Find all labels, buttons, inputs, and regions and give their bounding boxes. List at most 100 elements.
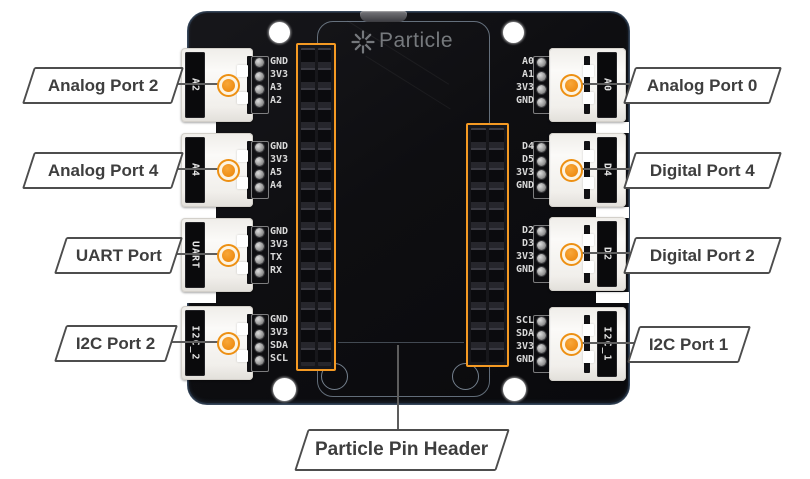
annotation-dot xyxy=(216,158,240,182)
leader-line xyxy=(570,83,632,85)
callout-label: UART Port xyxy=(75,245,162,265)
connector-contact xyxy=(583,150,594,162)
connector-contact xyxy=(237,323,248,335)
port-name-strip: A0 xyxy=(597,52,617,118)
pin-labels: SCL SDA 3V3 GND xyxy=(506,315,534,367)
pin-label: 3V3 xyxy=(515,251,534,262)
leader-line xyxy=(170,253,229,255)
port-name-strip: I2C_2 xyxy=(185,310,205,376)
mounting-hole xyxy=(273,378,296,401)
callout-digital-port-4: Digital Port 4 xyxy=(622,152,783,189)
port-name-strip: D4 xyxy=(597,137,617,203)
connector-slot xyxy=(247,141,253,199)
callout-i2c-port-1: I2C Port 1 xyxy=(626,326,752,363)
pin-header-socket-right xyxy=(466,123,509,367)
solder-pin xyxy=(255,242,264,251)
solder-pin xyxy=(255,58,264,67)
callout-label: I2C Port 1 xyxy=(649,334,729,354)
pin-label: SCL xyxy=(515,315,534,326)
port-name-strip: UART xyxy=(185,222,205,288)
pin-label: 3V3 xyxy=(270,239,289,250)
solder-pin xyxy=(255,316,264,325)
mounting-hole xyxy=(503,378,526,401)
solder-pin xyxy=(537,357,546,366)
annotation-dot xyxy=(216,73,240,97)
callout-label: Analog Port 2 xyxy=(47,75,159,95)
connector-slot xyxy=(584,141,590,199)
solder-pin xyxy=(537,143,546,152)
callout-analog-port-0: Analog Port 0 xyxy=(622,67,783,104)
leader-line xyxy=(570,252,632,254)
connector-contact xyxy=(237,350,248,362)
pin-label: D4 xyxy=(521,141,534,152)
board-edge-notch xyxy=(596,207,629,218)
connector-contact xyxy=(237,92,248,104)
solder-pin xyxy=(537,58,546,67)
solder-pin xyxy=(255,170,264,179)
pin-label: SCL xyxy=(270,353,289,364)
port-name-label: A0 xyxy=(601,77,613,93)
solder-pin xyxy=(537,157,546,166)
pin-label: 3V3 xyxy=(270,69,289,80)
mounting-hole xyxy=(503,22,524,43)
board-edge-notch xyxy=(186,122,216,133)
pin-label: 3V3 xyxy=(515,341,534,352)
solder-pin xyxy=(537,344,546,353)
pin-label: GND xyxy=(515,95,534,106)
connector-contact xyxy=(583,234,594,246)
pin-label: A3 xyxy=(270,82,283,93)
mounting-hole xyxy=(269,22,290,43)
solder-pin xyxy=(537,267,546,276)
solder-pin xyxy=(255,356,264,365)
annotation-dot xyxy=(559,242,583,266)
module-footprint-outline xyxy=(317,21,490,397)
solder-pin xyxy=(537,183,546,192)
connector-contact xyxy=(583,351,594,363)
footprint-hole-outline xyxy=(452,363,479,390)
solder-pin xyxy=(255,255,264,264)
solder-pin xyxy=(537,72,546,81)
port-name-strip: D2 xyxy=(597,221,617,287)
solder-pin xyxy=(255,330,264,339)
pin-silkscreen-outline xyxy=(251,141,269,199)
solder-pin xyxy=(537,98,546,107)
pin-label: A0 xyxy=(521,56,534,67)
pin-label: 3V3 xyxy=(270,327,289,338)
pin-label: A4 xyxy=(270,180,283,191)
pin-label: D3 xyxy=(521,238,534,249)
connector-slot xyxy=(584,315,590,373)
grove-port-analog-4: A4 GND 3V3 A5 A4 xyxy=(181,125,295,215)
connector-slot xyxy=(247,314,253,372)
solder-pin xyxy=(255,183,264,192)
pin-label: SDA xyxy=(515,328,534,339)
annotation-dot xyxy=(216,243,240,267)
port-name-label: A2 xyxy=(189,77,201,93)
leader-line xyxy=(570,342,636,344)
callout-label: Digital Port 4 xyxy=(650,160,755,180)
connector-contact xyxy=(237,262,248,274)
connector-contact xyxy=(237,235,248,247)
pin-label: GND xyxy=(270,226,289,237)
port-name-strip: A2 xyxy=(185,52,205,118)
connector-contact xyxy=(237,150,248,162)
solder-pin xyxy=(255,343,264,352)
solder-pin xyxy=(255,85,264,94)
port-name-label: I2C_2 xyxy=(189,325,201,361)
board-edge-notch xyxy=(186,292,216,303)
pin-label: SDA xyxy=(270,340,289,351)
callout-analog-port-4: Analog Port 4 xyxy=(21,152,185,189)
callout-label: Particle Pin Header xyxy=(315,439,489,460)
pin-label: TX xyxy=(270,252,283,263)
solder-pin xyxy=(537,170,546,179)
pin-silkscreen-outline xyxy=(251,226,269,284)
callout-digital-port-2: Digital Port 2 xyxy=(622,237,783,274)
pin-silkscreen-outline xyxy=(251,314,269,372)
particle-star-icon xyxy=(351,30,375,54)
pin-label: GND xyxy=(270,141,289,152)
grove-port-analog-2: A2 GND 3V3 A3 A2 xyxy=(181,40,295,130)
port-name-strip: I2C_1 xyxy=(597,311,617,377)
connector-contact xyxy=(583,177,594,189)
pin-label: GND xyxy=(270,314,289,325)
connector-contact xyxy=(237,65,248,77)
grove-port-i2c-1: SCL SDA 3V3 GND I2C_1 xyxy=(496,299,630,389)
